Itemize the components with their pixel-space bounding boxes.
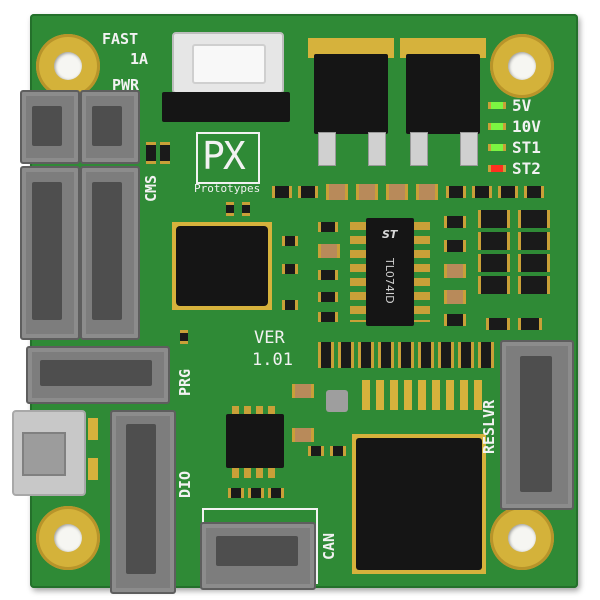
smd-resistor	[282, 300, 298, 310]
smd-resistor	[242, 202, 250, 216]
passive-row-driver	[228, 486, 288, 502]
led-row-st1: ST1	[488, 138, 572, 158]
driver-pins-bottom	[232, 468, 276, 478]
opamp-brand: ST	[382, 228, 398, 241]
silk-prg: PRG	[176, 368, 194, 396]
passive-column-right	[440, 214, 480, 334]
silk-pwr: PWR	[112, 76, 140, 94]
smd-resistor	[282, 236, 298, 246]
led-st1	[488, 144, 506, 151]
microcontroller	[176, 226, 268, 306]
connector-cms-2[interactable]	[80, 166, 140, 340]
logo-text: PX	[202, 134, 246, 178]
driver-ic	[226, 414, 284, 468]
connector-dio[interactable]	[110, 410, 176, 594]
regulator-2	[406, 54, 480, 134]
opamp-tl074: ST TL074ID	[366, 218, 414, 326]
smd-resistor	[226, 202, 234, 216]
regulator-1	[314, 54, 388, 134]
fuse-base	[162, 92, 290, 122]
logo-subtitle: Prototypes	[194, 182, 261, 195]
pcb-board: FAST 1A PWR CMS PX Prototypes 5V 10V	[12, 14, 578, 594]
driver-pins-top	[232, 406, 276, 416]
led-label-st1: ST1	[512, 138, 541, 157]
regulator-2-tab	[400, 38, 486, 58]
passive-row-middle	[318, 342, 508, 372]
connector-pwr-1[interactable]	[20, 90, 80, 164]
smd-cap	[292, 428, 314, 442]
usb-pad	[88, 458, 98, 480]
power-module	[356, 438, 482, 570]
regulator-2-pin	[460, 132, 478, 166]
passive-row-top	[272, 184, 562, 204]
regulator-1-tab	[308, 38, 394, 58]
connector-cms-1[interactable]	[20, 166, 80, 340]
led-label-st2: ST2	[512, 159, 541, 178]
silk-fast: FAST	[102, 30, 139, 48]
smd-cap	[146, 142, 156, 164]
silk-cms: CMS	[142, 174, 160, 202]
connector-prg[interactable]	[26, 346, 170, 404]
led-5v	[488, 102, 506, 109]
smd-resistor	[486, 318, 510, 330]
passive-column-left	[314, 222, 344, 322]
mounting-hole-top-right	[490, 34, 554, 98]
silk-amps: 1A	[130, 50, 149, 68]
connector-reslvr[interactable]	[500, 340, 574, 510]
silk-can: CAN	[320, 532, 338, 560]
regulator-1-pin	[318, 132, 336, 166]
usb-pad	[88, 418, 98, 440]
regulator-2-pin	[410, 132, 428, 166]
regulator-1-pin	[368, 132, 386, 166]
silk-dio: DIO	[176, 470, 194, 498]
smd-resistor	[180, 330, 188, 344]
pad-row	[362, 380, 482, 410]
opamp-pins-left	[350, 222, 370, 322]
smd-cap	[292, 384, 314, 398]
px-logo: PX	[196, 132, 260, 184]
opamp-marking: TL074ID	[383, 258, 396, 304]
connector-pwr-2[interactable]	[80, 90, 140, 164]
led-row-5v: 5V	[488, 96, 572, 116]
led-label-5v: 5V	[512, 96, 532, 115]
usb-opening	[22, 432, 66, 476]
mounting-hole-top-left	[36, 34, 100, 98]
opamp-pins-right	[410, 222, 430, 322]
smd-cap	[160, 142, 170, 164]
led-row-10v: 10V	[488, 117, 572, 137]
smd-resistor	[282, 264, 298, 274]
mounting-hole-bottom-left	[36, 506, 100, 570]
resistor-array	[478, 210, 554, 300]
connector-can[interactable]	[200, 522, 316, 590]
led-label-10v: 10V	[512, 117, 541, 136]
fuse-holder	[172, 32, 284, 94]
silk-ver-number: 1.01	[252, 350, 293, 370]
smd-resistor	[308, 446, 324, 456]
silk-ver: VER	[254, 328, 285, 348]
led-row-st2: ST2	[488, 159, 572, 179]
smd-resistor	[518, 318, 542, 330]
test-pad	[326, 390, 348, 412]
led-10v	[488, 123, 506, 130]
smd-resistor	[330, 446, 346, 456]
usb-port[interactable]	[12, 410, 86, 496]
led-list: 5V 10V ST1 ST2	[488, 96, 572, 178]
led-st2	[488, 165, 506, 172]
silk-reslvr: RESLVR	[480, 399, 498, 454]
fuse-body	[192, 44, 266, 84]
mounting-hole-bottom-right	[490, 506, 554, 570]
